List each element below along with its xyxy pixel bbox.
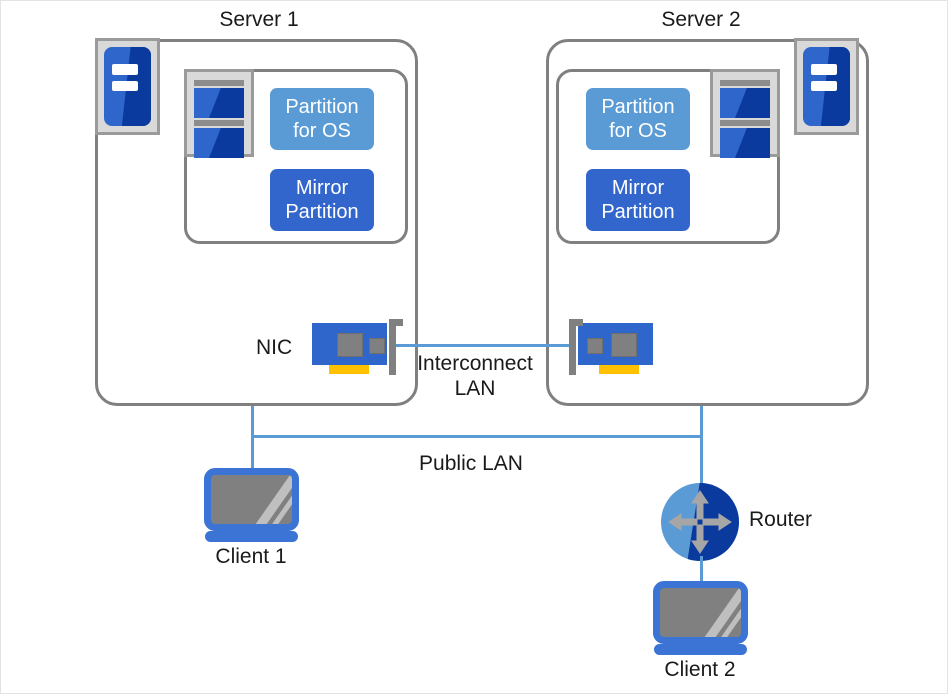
nic-label: NIC: [256, 336, 293, 359]
server-tower-icon: [794, 38, 859, 135]
client-2-laptop-icon: [653, 581, 748, 656]
server-1-title: Server 1: [219, 8, 299, 31]
interconnect-lan-line-1: Interconnect: [417, 352, 533, 375]
router-label: Router: [749, 508, 813, 531]
public-lan-bus: [251, 435, 703, 438]
server-1-nic-icon: [312, 319, 403, 375]
server-2-partition-mirror[interactable]: Mirror Partition: [586, 169, 690, 231]
router-to-client-2-link: [700, 556, 703, 584]
server-tower-icon: [95, 38, 160, 135]
partition-os-line-1: Partition: [285, 96, 359, 118]
client-1-label: Client 1: [215, 545, 287, 568]
server-2-nic-icon: [563, 319, 653, 375]
partition-mirror-line-2: Partition: [601, 201, 675, 223]
server-1-partition-mirror[interactable]: Mirror Partition: [270, 169, 374, 231]
disk-array-icon: [184, 69, 254, 158]
disk-array-icon: [710, 69, 780, 158]
router-icon: [661, 483, 739, 561]
partition-os-line-2: for OS: [293, 120, 351, 142]
interconnect-lan-label: Interconnect LAN: [395, 351, 555, 401]
server-1-partition-os[interactable]: Partition for OS: [270, 88, 374, 150]
client-1-laptop-icon: [204, 468, 299, 543]
partition-mirror-line-1: Mirror: [611, 177, 665, 199]
partition-mirror-line-1: Mirror: [295, 177, 349, 199]
server-1-container[interactable]: [95, 39, 418, 406]
partition-os-line-1: Partition: [601, 96, 675, 118]
public-lan-label: Public LAN: [419, 452, 523, 475]
interconnect-lan-line-2: LAN: [454, 377, 496, 400]
server-2-container[interactable]: [546, 39, 869, 406]
public-lan-drop-server-1: [251, 406, 254, 470]
public-lan-drop-server-2: [700, 406, 703, 484]
client-2-label: Client 2: [664, 658, 736, 681]
server-2-partition-os[interactable]: Partition for OS: [586, 88, 690, 150]
interconnect-lan-link: [396, 344, 571, 347]
partition-os-line-2: for OS: [609, 120, 667, 142]
server-2-title: Server 2: [661, 8, 741, 31]
partition-mirror-line-2: Partition: [285, 201, 359, 223]
